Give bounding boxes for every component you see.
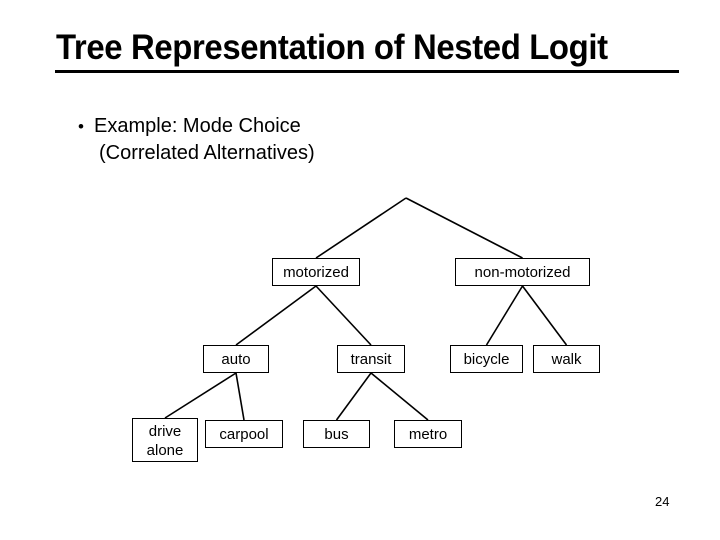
- tree-edge-nonmotorized-to-walk: [521, 285, 568, 346]
- tree-node-label: bus: [324, 425, 349, 443]
- tree-node-label: motorized: [283, 263, 349, 281]
- tree-node-bicycle: bicycle: [450, 345, 523, 373]
- tree-node-label: carpool: [219, 425, 269, 443]
- tree-node-transit: transit: [337, 345, 405, 373]
- bullet-list: • Example: Mode Choice (Correlated Altern…: [78, 113, 498, 167]
- tree-node-auto: auto: [203, 345, 269, 373]
- tree-edge-auto-to-drivealone: [164, 372, 237, 419]
- tree-node-motorized: motorized: [272, 258, 360, 286]
- tree-node-label: non-motorized: [474, 263, 571, 281]
- tree-edge-nonmotorized-to-bicycle: [485, 285, 524, 346]
- tree-node-walk: walk: [533, 345, 600, 373]
- tree-node-label: transit: [350, 350, 392, 368]
- list-item-continuation: (Correlated Alternatives): [78, 140, 498, 167]
- tree-node-carpool: carpool: [205, 420, 283, 448]
- title-underline-rule: [55, 70, 679, 73]
- tree-edge-root-to-motorized: [315, 197, 407, 259]
- tree-edge-transit-to-bus: [335, 372, 372, 421]
- list-item: • Example: Mode Choice: [78, 113, 498, 140]
- tree-edge-motorized-to-auto: [235, 285, 317, 346]
- tree-node-label: metro: [408, 425, 448, 443]
- tree-edge-transit-to-metro: [370, 372, 429, 421]
- tree-node-bus: bus: [303, 420, 370, 448]
- tree-node-nonmotorized: non-motorized: [455, 258, 590, 286]
- bullet-point-icon: •: [78, 117, 84, 136]
- page-number: 24: [655, 494, 670, 509]
- page-title: Tree Representation of Nested Logit: [56, 28, 608, 67]
- tree-node-label: auto: [221, 350, 251, 368]
- bullet-line-2-text: (Correlated Alternatives): [99, 142, 315, 164]
- tree-node-label: alone: [146, 441, 184, 459]
- tree-node-label: drive: [148, 422, 182, 440]
- tree-edge-auto-to-carpool: [235, 372, 245, 421]
- tree-edge-root-to-nonmotorized: [405, 197, 523, 259]
- bullet-line-1-text: Example: Mode Choice: [94, 115, 301, 137]
- tree-node-label: bicycle: [463, 350, 510, 368]
- tree-node-metro: metro: [394, 420, 462, 448]
- tree-node-label: walk: [551, 350, 582, 368]
- tree-edge-motorized-to-transit: [315, 285, 372, 346]
